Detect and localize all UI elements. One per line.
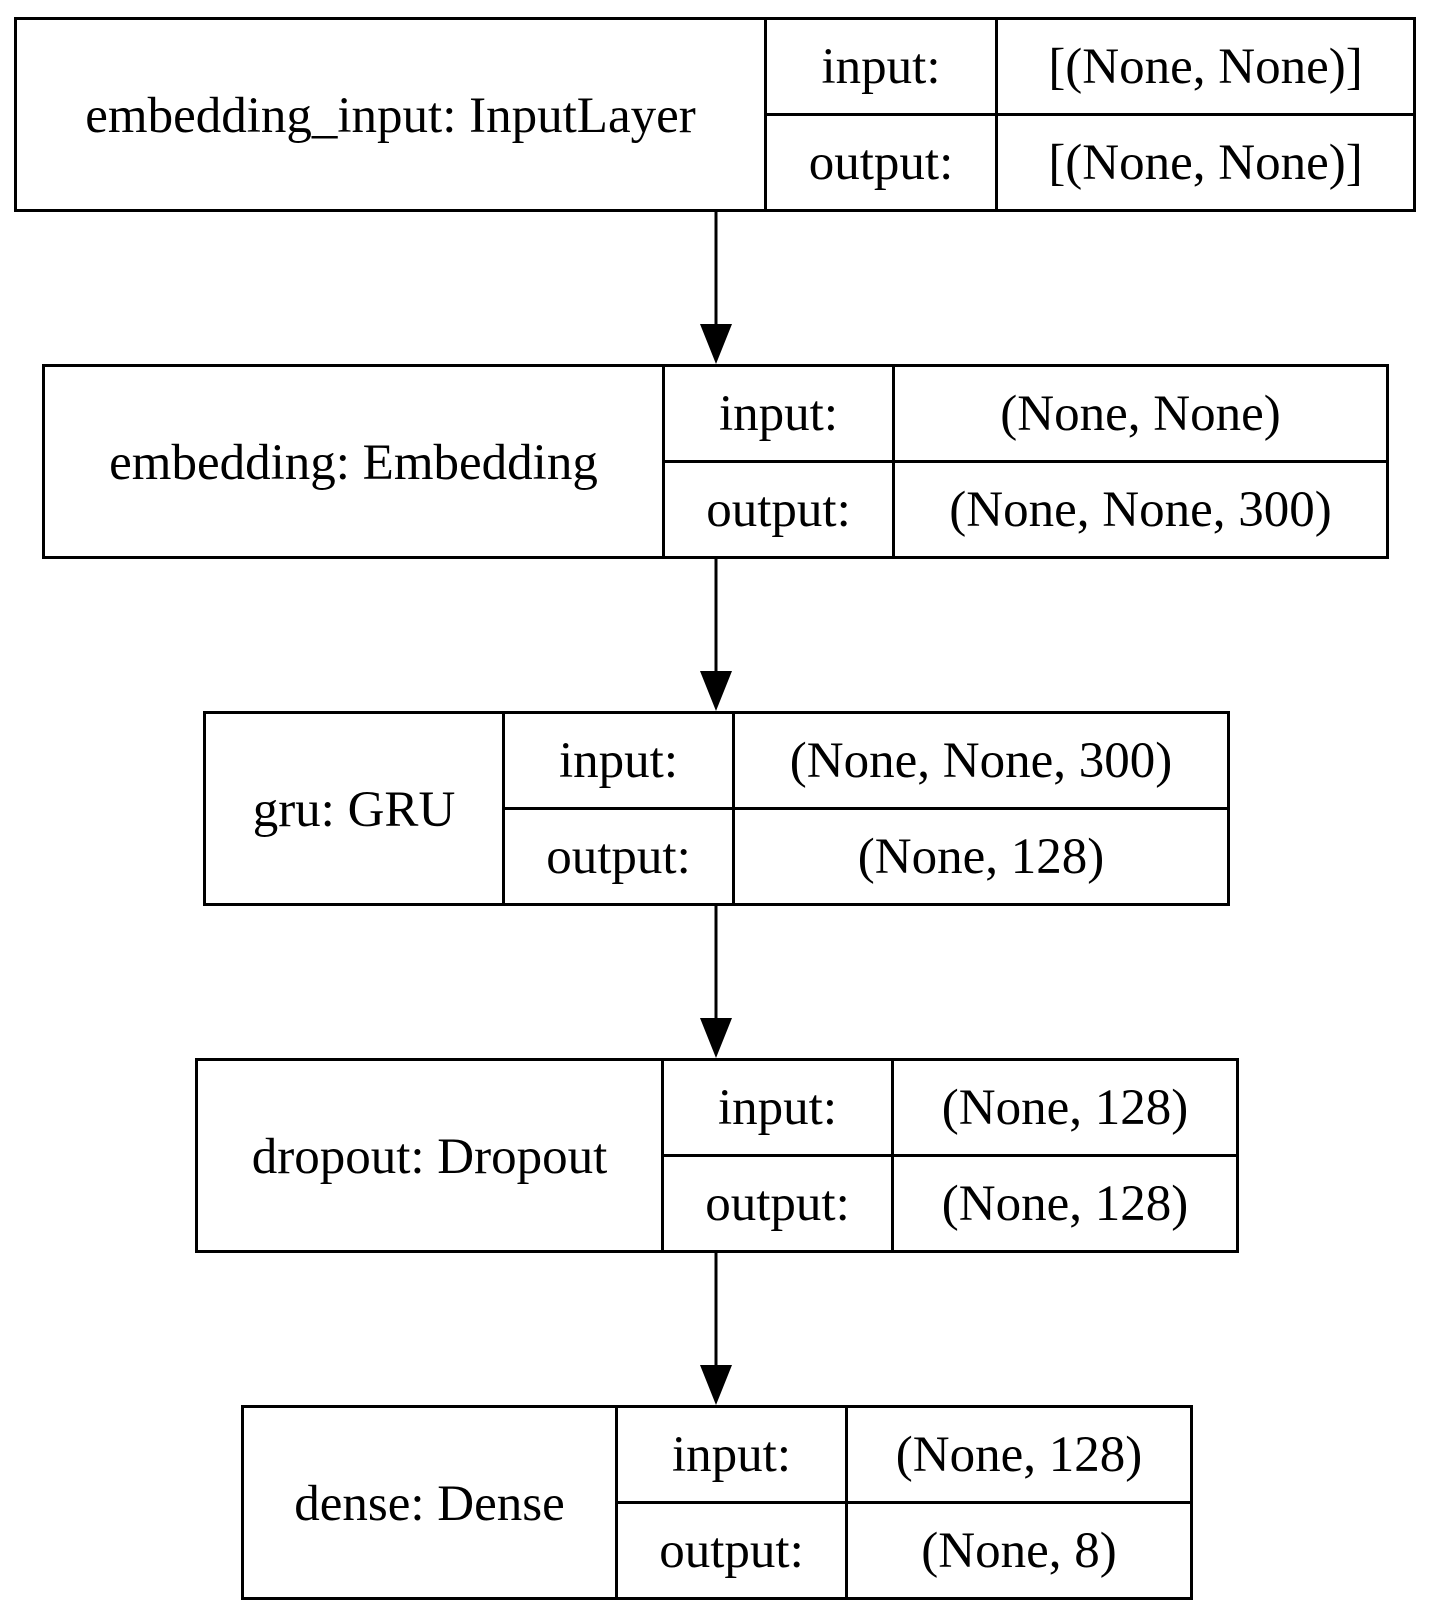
edge-0-1 xyxy=(700,211,732,364)
output-label: output: xyxy=(767,116,998,209)
output-shape: (None, 8) xyxy=(921,1522,1117,1579)
layer-name: embedding_input: InputLayer xyxy=(17,20,767,209)
output-row: output: (None, 128) xyxy=(505,807,1227,903)
layer-io-table: input: (None, 128) output: (None, 8) xyxy=(618,1408,1190,1597)
input-shape: (None, 128) xyxy=(895,1426,1143,1483)
layer-name: dropout: Dropout xyxy=(198,1061,664,1250)
input-row: input: (None, 128) xyxy=(664,1061,1236,1154)
edge-2-3 xyxy=(700,906,732,1058)
output-row: output: (None, None, 300) xyxy=(665,460,1386,556)
output-row: output: (None, 128) xyxy=(664,1154,1236,1250)
output-shape: (None, 128) xyxy=(857,828,1105,885)
layer-io-table: input: (None, None) output: (None, None,… xyxy=(665,367,1386,556)
input-row: input: (None, 128) xyxy=(618,1408,1190,1501)
layer-io-table: input: (None, None, 300) output: (None, … xyxy=(505,714,1227,903)
layer-node-dropout: dropout: Dropout input: (None, 128) outp… xyxy=(195,1058,1239,1253)
output-shape: [(None, None)] xyxy=(1048,134,1363,191)
edge-1-2 xyxy=(700,559,732,711)
arrowhead-icon xyxy=(700,671,732,711)
layer-name: embedding: Embedding xyxy=(45,367,665,556)
input-shape: (None, None) xyxy=(1000,385,1281,442)
layer-node-embedding-input: embedding_input: InputLayer input: [(Non… xyxy=(14,17,1416,212)
input-label: input: xyxy=(767,20,998,113)
input-label: input: xyxy=(665,367,895,460)
input-row: input: (None, None, 300) xyxy=(505,714,1227,807)
layer-node-dense: dense: Dense input: (None, 128) output: … xyxy=(241,1405,1193,1600)
edge-3-4 xyxy=(700,1253,732,1405)
output-shape: (None, None, 300) xyxy=(949,481,1332,538)
output-label: output: xyxy=(664,1157,894,1250)
layer-name: gru: GRU xyxy=(206,714,505,903)
input-shape: (None, 128) xyxy=(941,1079,1189,1136)
input-row: input: (None, None) xyxy=(665,367,1386,460)
layer-node-gru: gru: GRU input: (None, None, 300) output… xyxy=(203,711,1230,906)
output-label: output: xyxy=(618,1504,848,1597)
input-shape: (None, None, 300) xyxy=(789,732,1173,789)
output-label: output: xyxy=(665,463,895,556)
input-shape: [(None, None)] xyxy=(1048,38,1363,95)
input-label: input: xyxy=(664,1061,894,1154)
layer-node-embedding: embedding: Embedding input: (None, None)… xyxy=(42,364,1389,559)
output-row: output: (None, 8) xyxy=(618,1501,1190,1597)
arrowhead-icon xyxy=(700,324,732,364)
layer-name: dense: Dense xyxy=(244,1408,618,1597)
input-row: input: [(None, None)] xyxy=(767,20,1413,113)
output-shape: (None, 128) xyxy=(941,1175,1189,1232)
input-label: input: xyxy=(618,1408,848,1501)
output-row: output: [(None, None)] xyxy=(767,113,1413,209)
layer-io-table: input: [(None, None)] output: [(None, No… xyxy=(767,20,1413,209)
arrowhead-icon xyxy=(700,1365,732,1405)
input-label: input: xyxy=(505,714,735,807)
layer-io-table: input: (None, 128) output: (None, 128) xyxy=(664,1061,1236,1250)
output-label: output: xyxy=(505,810,735,903)
arrowhead-icon xyxy=(700,1018,732,1058)
